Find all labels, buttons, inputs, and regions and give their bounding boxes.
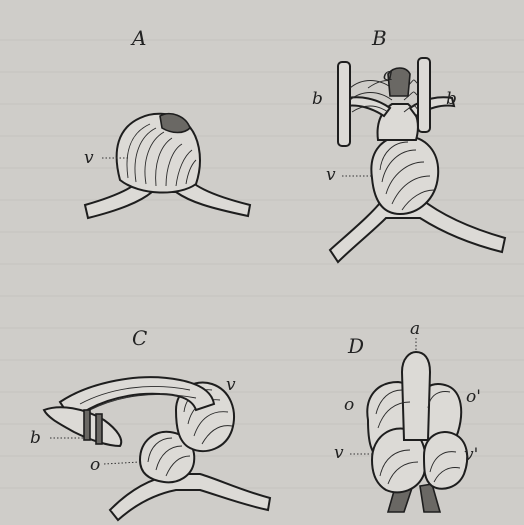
panel-b-right-bar xyxy=(418,58,430,132)
panel-d-label-o: o xyxy=(344,395,354,415)
panel-b-label-a: a xyxy=(383,65,393,85)
panel-b-title: B xyxy=(371,26,387,50)
panel-c-loop-b xyxy=(44,407,121,446)
panel-b-left-bar xyxy=(338,62,350,146)
panel-b-left-branch xyxy=(346,97,390,116)
panel-b: B a b b v xyxy=(312,26,505,262)
panel-c-label-b: b xyxy=(30,428,41,448)
panel-c: C b v o xyxy=(30,326,270,520)
panel-d-label-o-prime: o' xyxy=(466,387,481,407)
panel-a-title: A xyxy=(130,26,146,50)
panel-c-base-tube xyxy=(110,474,270,520)
panel-a-label-v: v xyxy=(84,148,94,168)
panel-c-label-v: v xyxy=(226,375,236,395)
panel-c-loop-bar-1 xyxy=(84,410,90,440)
panel-b-label-v: v xyxy=(326,165,336,185)
panel-d-label-a: a xyxy=(410,319,420,339)
panel-d-stalk-a xyxy=(402,352,430,440)
panel-c-title: C xyxy=(132,326,147,350)
panel-d: D a o o' v v' xyxy=(334,319,481,512)
panel-d-label-v: v xyxy=(334,443,344,463)
panel-c-o-leader xyxy=(104,462,140,464)
panel-d-title: D xyxy=(347,334,364,358)
panel-c-label-o: o xyxy=(90,455,100,475)
panel-d-label-v-prime: v' xyxy=(464,445,478,465)
panel-b-label-b-right: b xyxy=(446,89,457,109)
panel-b-label-b-left: b xyxy=(312,89,323,109)
panel-c-loop-bar-2 xyxy=(96,414,102,444)
panel-a-dark-lobe xyxy=(160,114,190,133)
panel-d-body-v-prime xyxy=(424,432,467,489)
panel-b-vesicle xyxy=(371,136,438,214)
panel-a: A v xyxy=(84,26,250,218)
